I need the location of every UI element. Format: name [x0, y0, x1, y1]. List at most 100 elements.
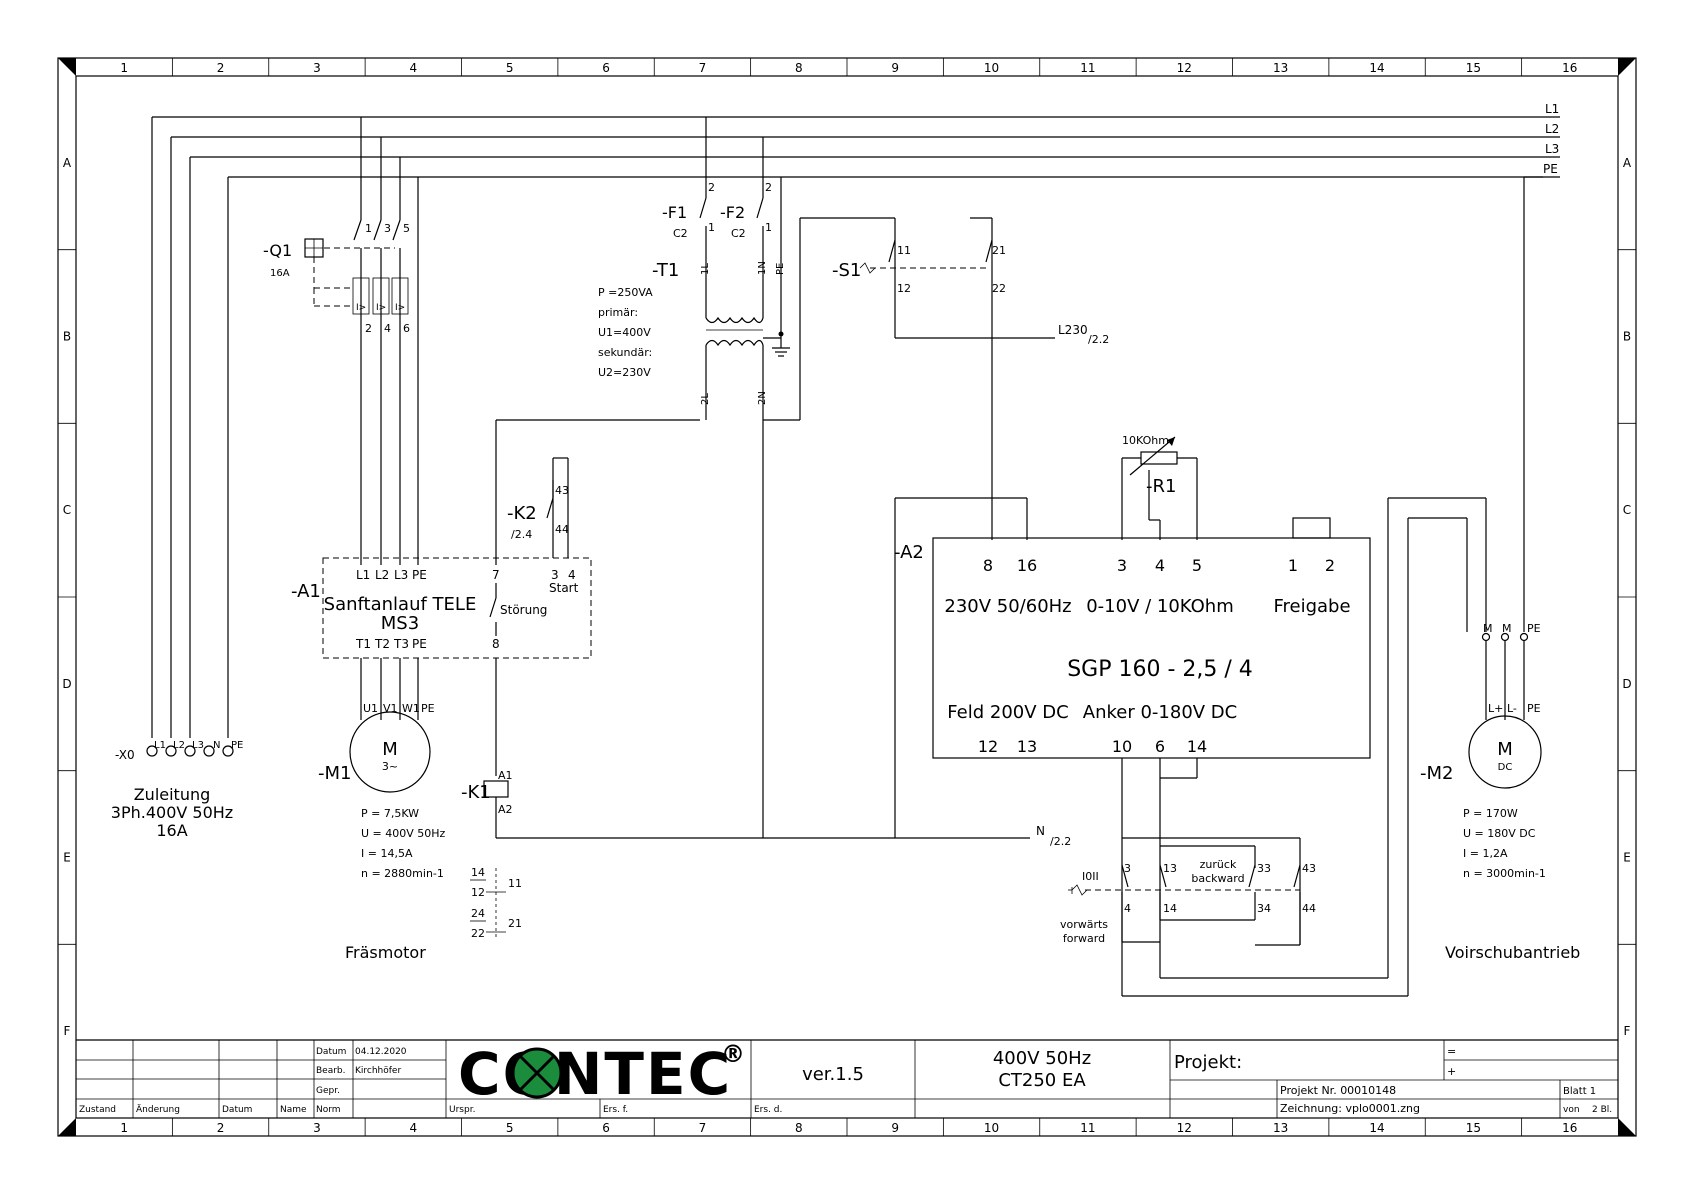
q1-rating: 16A — [270, 268, 290, 279]
column-label: 12 — [1177, 61, 1192, 75]
m2-terminal: L+ — [1488, 702, 1503, 715]
dir-contact: 33 — [1257, 862, 1271, 875]
logo-ring-icon — [511, 1047, 563, 1099]
a1-terminal: PE — [412, 568, 427, 582]
tb-ersd: Ers. d. — [754, 1105, 782, 1115]
f2-terminal: 2 — [765, 181, 772, 194]
a2-model: SGP 160 - 2,5 / 4 — [1067, 657, 1253, 682]
column-label: 11 — [1080, 61, 1095, 75]
k2-tag: -K2 — [507, 503, 537, 524]
dir-contact: 4 — [1124, 902, 1131, 915]
tb-von: von — [1563, 1105, 1580, 1115]
m2-symbol: M — [1497, 739, 1513, 760]
dir-contact: 44 — [1302, 902, 1316, 915]
m1-caption: Fräsmotor — [345, 943, 426, 962]
tb-datum-label: Datum — [316, 1047, 346, 1057]
a1-fault-label: Störung — [500, 603, 547, 617]
tb-datum: 04.12.2020 — [355, 1047, 407, 1057]
tb-blatt: Blatt 1 — [1563, 1086, 1596, 1097]
a1-terminal: T1 — [355, 637, 371, 651]
r1-tag: -R1 — [1146, 476, 1176, 497]
t1-terminal: 2N — [757, 391, 768, 405]
f1-terminal: 2 — [708, 181, 715, 194]
dir-contact: 14 — [1163, 902, 1177, 915]
dir-contact: 43 — [1302, 862, 1316, 875]
tb-eq: = — [1447, 1045, 1456, 1058]
bus-label: PE — [1543, 162, 1558, 176]
q1-terminal: 2 — [365, 322, 372, 335]
f1-type: C2 — [673, 227, 688, 240]
a2-terminal: 10 — [1112, 737, 1132, 756]
column-label: 13 — [1273, 61, 1288, 75]
q1-terminal: 4 — [384, 322, 391, 335]
t1-spec: primär: — [598, 306, 638, 319]
a1-terminal: 7 — [492, 568, 500, 582]
q1-trip: I> — [376, 303, 386, 313]
m2-terminal: M — [1483, 622, 1493, 635]
column-label: 14 — [1369, 61, 1384, 75]
f2-terminal: 1 — [765, 221, 772, 234]
a2-label: Freigabe — [1273, 596, 1350, 617]
k1-contact: 11 — [508, 877, 522, 890]
column-label: 13 — [1273, 1121, 1288, 1135]
m2-terminal: PE — [1527, 622, 1541, 635]
tb-version: ver.1.5 — [802, 1064, 864, 1085]
column-label: 11 — [1080, 1121, 1095, 1135]
dir-backward-label: zurück — [1200, 858, 1237, 871]
a2-terminal: 1 — [1288, 556, 1298, 575]
tb-zustand: Zustand — [79, 1105, 116, 1115]
bus-label: L2 — [1545, 122, 1559, 136]
column-label: 5 — [506, 1121, 514, 1135]
column-label: 3 — [313, 61, 321, 75]
column-label: 1 — [120, 1121, 128, 1135]
column-label: 8 — [795, 61, 803, 75]
tb-title2: CT250 EA — [998, 1070, 1086, 1091]
a2-terminal: 8 — [983, 556, 993, 575]
a2-terminal: 14 — [1187, 737, 1207, 756]
m1-spec: I = 14,5A — [361, 847, 413, 860]
feed-caption: Zuleitung — [134, 785, 211, 804]
k1-contact: 12 — [471, 886, 485, 899]
a2-terminal: 4 — [1155, 556, 1165, 575]
k1-contact: 24 — [471, 907, 485, 920]
contactor-k1: -K1 A1 A2 14 12 11 24 22 21 — [461, 769, 522, 940]
n-label: N — [1036, 824, 1045, 838]
a1-terminal: 4 — [568, 568, 576, 582]
column-label: 2 — [217, 61, 225, 75]
title-block: Datum 04.12.2020 Bearb. Kirchhöfer Gepr.… — [76, 1039, 1618, 1118]
m1-spec: U = 400V 50Hz — [361, 827, 446, 840]
x0-terminal: L1 — [154, 740, 166, 751]
k2-contact: 44 — [555, 523, 569, 536]
m1-terminal: PE — [421, 702, 435, 715]
m1-terminal: V1 — [383, 702, 398, 715]
m2-caption: Voirschubantrieb — [1445, 943, 1580, 962]
column-label: 15 — [1466, 61, 1481, 75]
x0-terminal: L3 — [192, 740, 204, 751]
logo-reg-mark: ® — [721, 1040, 745, 1068]
logo-text: CONTEC — [458, 1040, 732, 1108]
relay-k2: 43 44 -K2 /2.4 — [507, 457, 569, 558]
a2-terminal: 6 — [1155, 737, 1165, 756]
dir-contact: 13 — [1163, 862, 1177, 875]
feed-terminal-x0: -X0 L1 L2 L3 N PE Zuleitung 3Ph.400V 50H… — [111, 740, 244, 840]
column-label: 12 — [1177, 1121, 1192, 1135]
tb-bl: 2 Bl. — [1592, 1105, 1612, 1115]
row-label: B — [63, 330, 71, 344]
tb-name: Name — [280, 1105, 307, 1115]
a2-terminal: 2 — [1325, 556, 1335, 575]
motor-m2: M M PE L+ L- PE M DC -M2 P = 170W U = 18… — [1420, 176, 1580, 962]
f2-tag: -F2 — [720, 203, 745, 222]
a2-label: 0-10V / 10KOhm — [1086, 596, 1234, 617]
column-label: 16 — [1562, 1121, 1577, 1135]
a1-model: MS3 — [381, 613, 419, 634]
row-label: C — [63, 503, 71, 517]
tb-aenderung: Änderung — [136, 1104, 180, 1115]
q1-trip: I> — [356, 303, 366, 313]
breaker-q1: -Q1 16A 1 3 5 2 4 6 I> I> I> — [263, 117, 419, 565]
m2-spec: P = 170W — [1463, 807, 1518, 820]
m2-terminal: M — [1502, 622, 1512, 635]
feed-caption: 3Ph.400V 50Hz — [111, 803, 233, 822]
m1-phase: 3~ — [382, 760, 398, 773]
f1-tag: -F1 — [662, 203, 687, 222]
